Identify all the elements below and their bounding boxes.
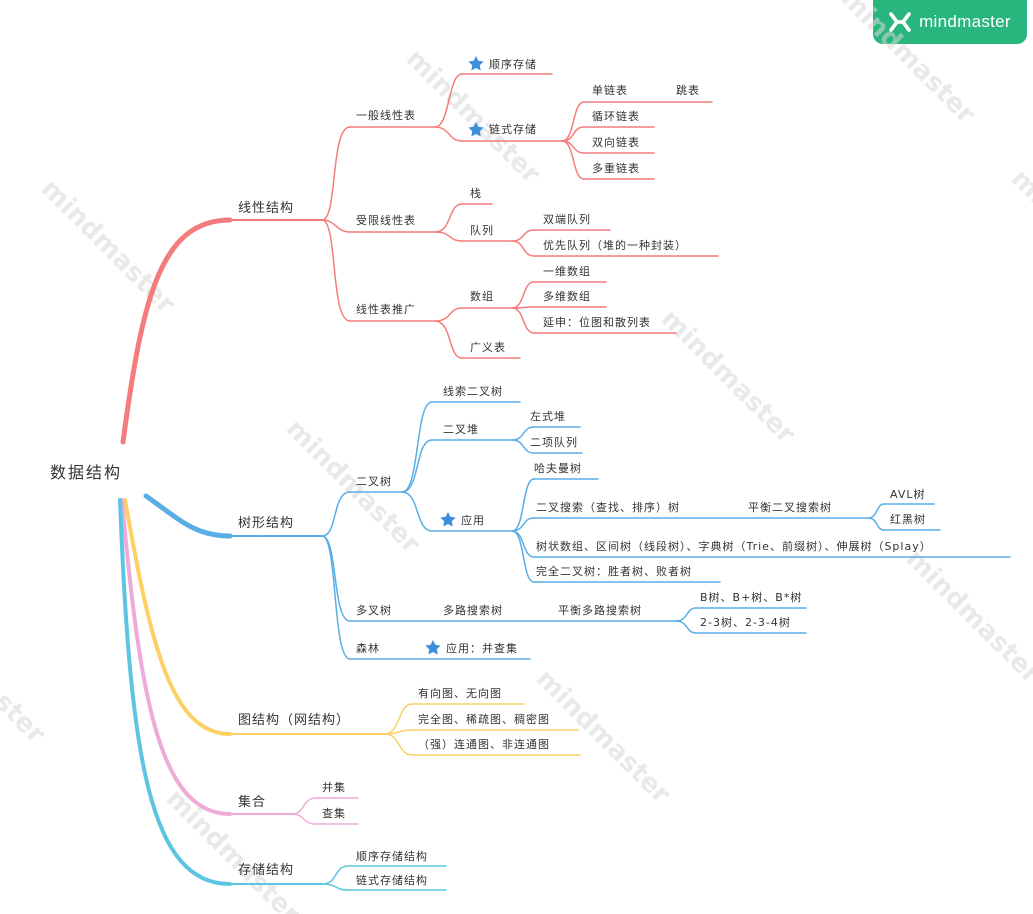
topic-1d-array[interactable]: 一维数组: [543, 264, 591, 278]
topic-complete-sparse-dense[interactable]: 完全图、稀疏图、稠密图: [418, 712, 550, 726]
topic-doubly-linked-list[interactable]: 双向链表: [592, 135, 640, 149]
watermark: mindmaster: [530, 664, 676, 810]
topic-huffman-tree[interactable]: 哈夫曼树: [534, 461, 582, 475]
topic-balanced-multiway-tree[interactable]: 平衡多路搜索树: [558, 603, 642, 617]
topic-multiway-tree[interactable]: 多叉树: [356, 603, 392, 617]
topic-stack[interactable]: 栈: [470, 186, 482, 200]
topic-nd-array[interactable]: 多维数组: [543, 289, 591, 303]
mindmaster-logo-icon: [889, 12, 911, 32]
topic-storage[interactable]: 存储结构: [238, 863, 294, 878]
topic-threaded-binary-tree[interactable]: 线索二叉树: [443, 384, 503, 398]
topic-multi-linked-list[interactable]: 多重链表: [592, 161, 640, 175]
topic-sequential-storage[interactable]: 顺序存储: [489, 57, 537, 71]
watermark: mindmaster: [280, 414, 426, 560]
topic-queue[interactable]: 队列: [470, 223, 494, 237]
tree-branch-lines: [143, 401, 1011, 660]
topic-union-find-application[interactable]: 应用：并查集: [446, 641, 518, 655]
topic-binary-search-tree[interactable]: 二叉搜索（查找、排序）树: [536, 500, 680, 514]
topic-generalized-list[interactable]: 广义表: [470, 340, 506, 354]
root-topic[interactable]: 数据结构: [50, 463, 122, 482]
topic-linear[interactable]: 线性结构: [238, 201, 294, 216]
watermark: mindmaster: [900, 544, 1033, 690]
topic-forest[interactable]: 森林: [356, 641, 380, 655]
topic-find-set[interactable]: 查集: [322, 806, 346, 820]
topic-linked-storage[interactable]: 链式存储: [489, 122, 537, 136]
topic-singly-linked-list[interactable]: 单链表: [592, 83, 628, 97]
watermark: mindmaster: [35, 174, 181, 320]
watermark: mindmaster: [160, 784, 306, 914]
watermark: mindmaster: [0, 604, 51, 750]
topic-avl-tree[interactable]: AVL树: [890, 487, 925, 501]
topic-b-trees[interactable]: B树、B+树、B*树: [700, 590, 802, 604]
storage-branch-lines: [118, 498, 447, 891]
topic-2-3-trees[interactable]: 2-3树、2-3-4树: [700, 615, 791, 629]
topic-linear-extension[interactable]: 线性表推广: [356, 302, 416, 316]
topic-general-linear-list[interactable]: 一般线性表: [356, 108, 416, 122]
topic-balanced-bst[interactable]: 平衡二叉搜索树: [748, 500, 832, 514]
topic-set[interactable]: 集合: [238, 794, 266, 810]
topic-red-black-tree[interactable]: 红黑树: [890, 512, 926, 526]
topic-complete-binary-tree[interactable]: 完全二叉树：胜者树、败者树: [536, 564, 692, 578]
watermark: mindmaster: [835, 0, 981, 130]
topic-tree[interactable]: 树形结构: [238, 516, 294, 531]
topic-binary-tree-applications[interactable]: 应用: [461, 513, 485, 527]
topic-array[interactable]: 数组: [470, 289, 494, 303]
star-icon: [468, 56, 484, 71]
topic-binomial-queue[interactable]: 二项队列: [530, 435, 578, 449]
topic-directed-undirected[interactable]: 有向图、无向图: [418, 686, 502, 700]
topic-restricted-linear-list[interactable]: 受限线性表: [356, 213, 416, 227]
mindmaster-badge[interactable]: mindmaster: [873, 0, 1027, 44]
topic-union-set[interactable]: 并集: [322, 780, 346, 794]
topic-graph[interactable]: 图结构（网结构）: [238, 713, 350, 728]
star-icon: [425, 640, 441, 655]
watermark: mindmaster: [1005, 164, 1033, 310]
watermark: mindmaster: [655, 304, 801, 450]
topic-linked-storage-structure[interactable]: 链式存储结构: [356, 873, 428, 887]
set-branch-lines: [120, 498, 359, 825]
topic-multiway-search-tree[interactable]: 多路搜索树: [443, 603, 503, 617]
graph-branch-lines: [123, 498, 581, 756]
topic-other-trees[interactable]: 树状数组、区间树（线段树）、字典树（Trie、前缀树）、伸展树（Splay）: [536, 539, 932, 553]
topic-connectivity[interactable]: （强）连通图、非连通图: [418, 738, 550, 751]
brand-name: mindmaster: [919, 12, 1011, 31]
topic-skip-list[interactable]: 跳表: [676, 83, 700, 97]
topic-leftist-heap[interactable]: 左式堆: [530, 410, 566, 423]
topic-deque[interactable]: 双端队列: [543, 212, 591, 226]
topic-binary-heap[interactable]: 二叉堆: [443, 423, 479, 436]
topic-circular-linked-list[interactable]: 循环链表: [592, 109, 640, 123]
topic-bitmap-hashtable[interactable]: 延申：位图和散列表: [543, 315, 651, 329]
topic-sequential-storage-structure[interactable]: 顺序存储结构: [356, 849, 428, 863]
topic-priority-queue[interactable]: 优先队列（堆的一种封装）: [543, 238, 687, 252]
linear-branch-lines: [120, 73, 719, 445]
topic-binary-tree[interactable]: 二叉树: [356, 474, 392, 488]
star-icon: [440, 512, 456, 527]
